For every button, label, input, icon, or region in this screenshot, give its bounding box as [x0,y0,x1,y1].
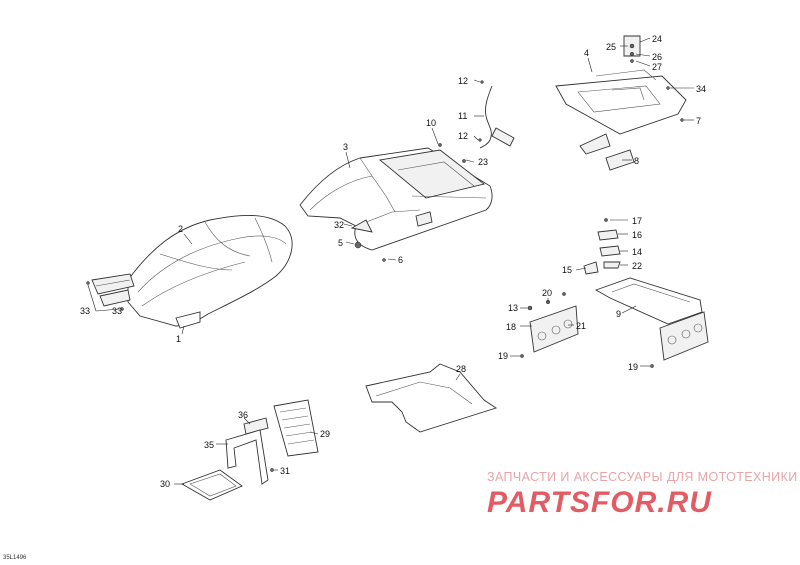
diagram-id-label: 35L1496 [3,555,27,561]
callout-22: 22 [632,261,642,271]
callout-17: 17 [632,216,642,226]
rear-rack [555,35,687,171]
rear-body [299,143,493,251]
callout-1: 1 [176,334,181,344]
callout-26: 26 [652,52,662,62]
callout-31: 31 [280,466,290,476]
watermark-brand-logo: PARTSFOR.RU [487,486,712,519]
callout-24: 24 [652,34,662,44]
callout-6: 6 [398,255,403,265]
callout-3: 3 [343,142,348,152]
callout-5: 5 [338,238,343,248]
callout-19-right: 19 [628,362,638,372]
light-parts [583,218,621,275]
callout-29: 29 [320,429,330,439]
callout-36: 36 [238,410,248,420]
small-hardware [350,159,466,262]
cable-assembly [478,80,515,149]
heat-shield-assembly [180,399,319,501]
callout-labels: 1 2 3 4 5 6 7 8 9 10 11 12 12 13 14 15 1… [80,34,706,489]
callout-19-left: 19 [498,351,508,361]
callout-21: 21 [576,321,586,331]
callout-2: 2 [178,224,183,234]
callout-10: 10 [426,118,436,128]
callout-12-top: 12 [458,76,468,86]
leader-lines [87,37,694,485]
callout-11: 11 [458,111,467,121]
callout-16: 16 [632,230,642,240]
callout-33-left: 33 [80,306,90,316]
callout-15: 15 [562,265,572,275]
callout-33-right: 33 [112,306,122,316]
seat-assembly [86,214,293,329]
callout-7: 7 [696,116,701,126]
rear-bracket [594,277,709,368]
callout-28: 28 [456,364,466,374]
callout-8: 8 [634,156,639,166]
callout-35: 35 [204,440,214,450]
callout-25: 25 [606,42,616,52]
callout-14: 14 [632,247,642,257]
callout-27: 27 [652,62,662,72]
callout-20: 20 [542,288,552,298]
callout-13: 13 [508,303,518,313]
watermark-caption: ЗАПЧАСТИ И АКСЕССУАРЫ ДЛЯ МОТОТЕХНИКИ [487,470,798,484]
callout-30: 30 [160,479,170,489]
license-bracket [520,292,579,358]
callout-18: 18 [506,322,516,332]
callout-32: 32 [334,220,344,230]
callout-34: 34 [696,84,706,94]
callout-23: 23 [478,157,488,167]
callout-4: 4 [584,48,589,58]
floor-liner [365,363,498,433]
callout-9: 9 [616,309,621,319]
callout-12-bottom: 12 [458,131,468,141]
